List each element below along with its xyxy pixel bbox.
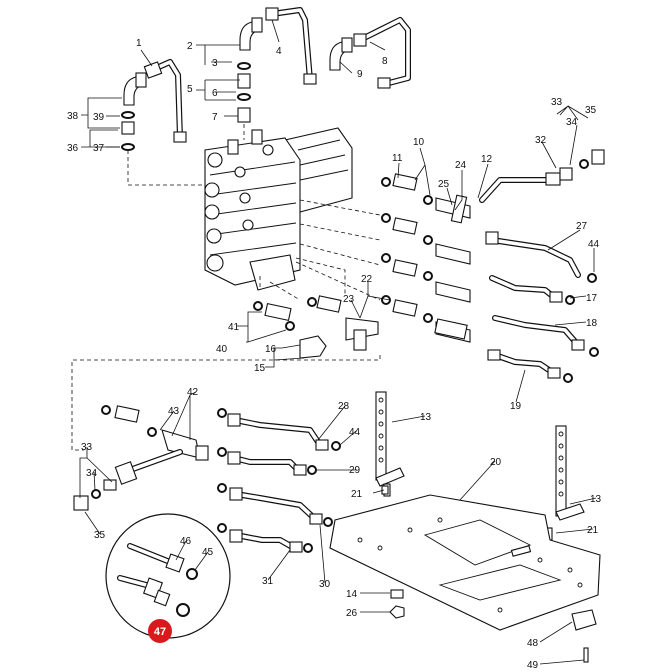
label-2: 2 [187,41,193,52]
bracket-13-left [375,391,405,497]
label-33b: 33 [81,442,93,453]
fittings-rows-right [381,149,605,383]
label-34a: 34 [566,117,578,128]
label-25: 25 [438,179,450,190]
label-35b: 35 [94,530,106,541]
label-40: 40 [216,344,228,355]
label-10: 10 [413,137,425,148]
label-13b: 13 [590,494,602,505]
label-27: 27 [576,221,588,232]
label-6: 6 [212,88,218,99]
label-43: 43 [168,406,180,417]
label-16: 16 [265,344,277,355]
label-39: 39 [93,112,105,123]
label-49: 49 [527,660,539,671]
label-36: 36 [67,143,79,154]
label-46: 46 [180,536,192,547]
label-12: 12 [481,154,493,165]
label-4: 4 [276,46,282,57]
label-13a: 13 [420,412,432,423]
elbow-fittings-top [121,17,353,186]
label-41: 41 [228,322,240,333]
label-42: 42 [187,387,199,398]
leader-lines [79,19,597,665]
label-31: 31 [262,576,274,587]
fasteners-14-26-48-49 [381,485,597,663]
label-21b: 21 [587,525,599,536]
label-48: 48 [527,638,539,649]
label-19: 19 [510,401,522,412]
label-38: 38 [67,111,79,122]
label-26: 26 [346,608,358,619]
label-22: 22 [361,274,373,285]
label-11: 11 [392,153,403,164]
bracket-13-right [545,425,585,541]
label-45: 45 [202,547,214,558]
label-47[interactable]: 47 [154,626,166,638]
label-32: 32 [535,135,547,146]
label-44b: 44 [349,427,361,438]
label-21a: 21 [351,489,363,500]
label-15: 15 [254,363,266,374]
tubes-28-31 [217,408,341,553]
tube-8 [353,17,411,89]
label-29: 29 [349,465,361,476]
label-37: 37 [93,143,105,154]
detail-inset [105,513,231,639]
label-3: 3 [212,58,218,69]
highlight-circle [148,619,172,643]
highlight-callout-47[interactable]: 47 [148,619,172,643]
callout-labels: 1 2 3 4 5 6 7 8 9 10 11 12 13 13 14 15 1… [67,38,602,671]
label-30: 30 [319,579,331,590]
label-17: 17 [586,293,598,304]
label-28: 28 [338,401,350,412]
label-33a: 33 [551,97,563,108]
label-34b: 34 [86,468,98,479]
label-44a: 44 [588,239,600,250]
label-14: 14 [346,589,358,600]
label-8: 8 [382,56,388,67]
tube-1 [143,59,187,143]
valve-block [204,127,381,301]
tube-4 [265,7,317,85]
label-9: 9 [357,69,363,80]
label-7: 7 [212,112,218,123]
plate-20 [329,494,601,631]
label-20: 20 [490,457,502,468]
label-23: 23 [343,294,355,305]
label-35a: 35 [585,105,597,116]
label-18: 18 [586,318,598,329]
label-24: 24 [455,160,467,171]
label-5: 5 [187,84,193,95]
label-1: 1 [136,38,142,49]
fittings-left-group [253,295,379,359]
